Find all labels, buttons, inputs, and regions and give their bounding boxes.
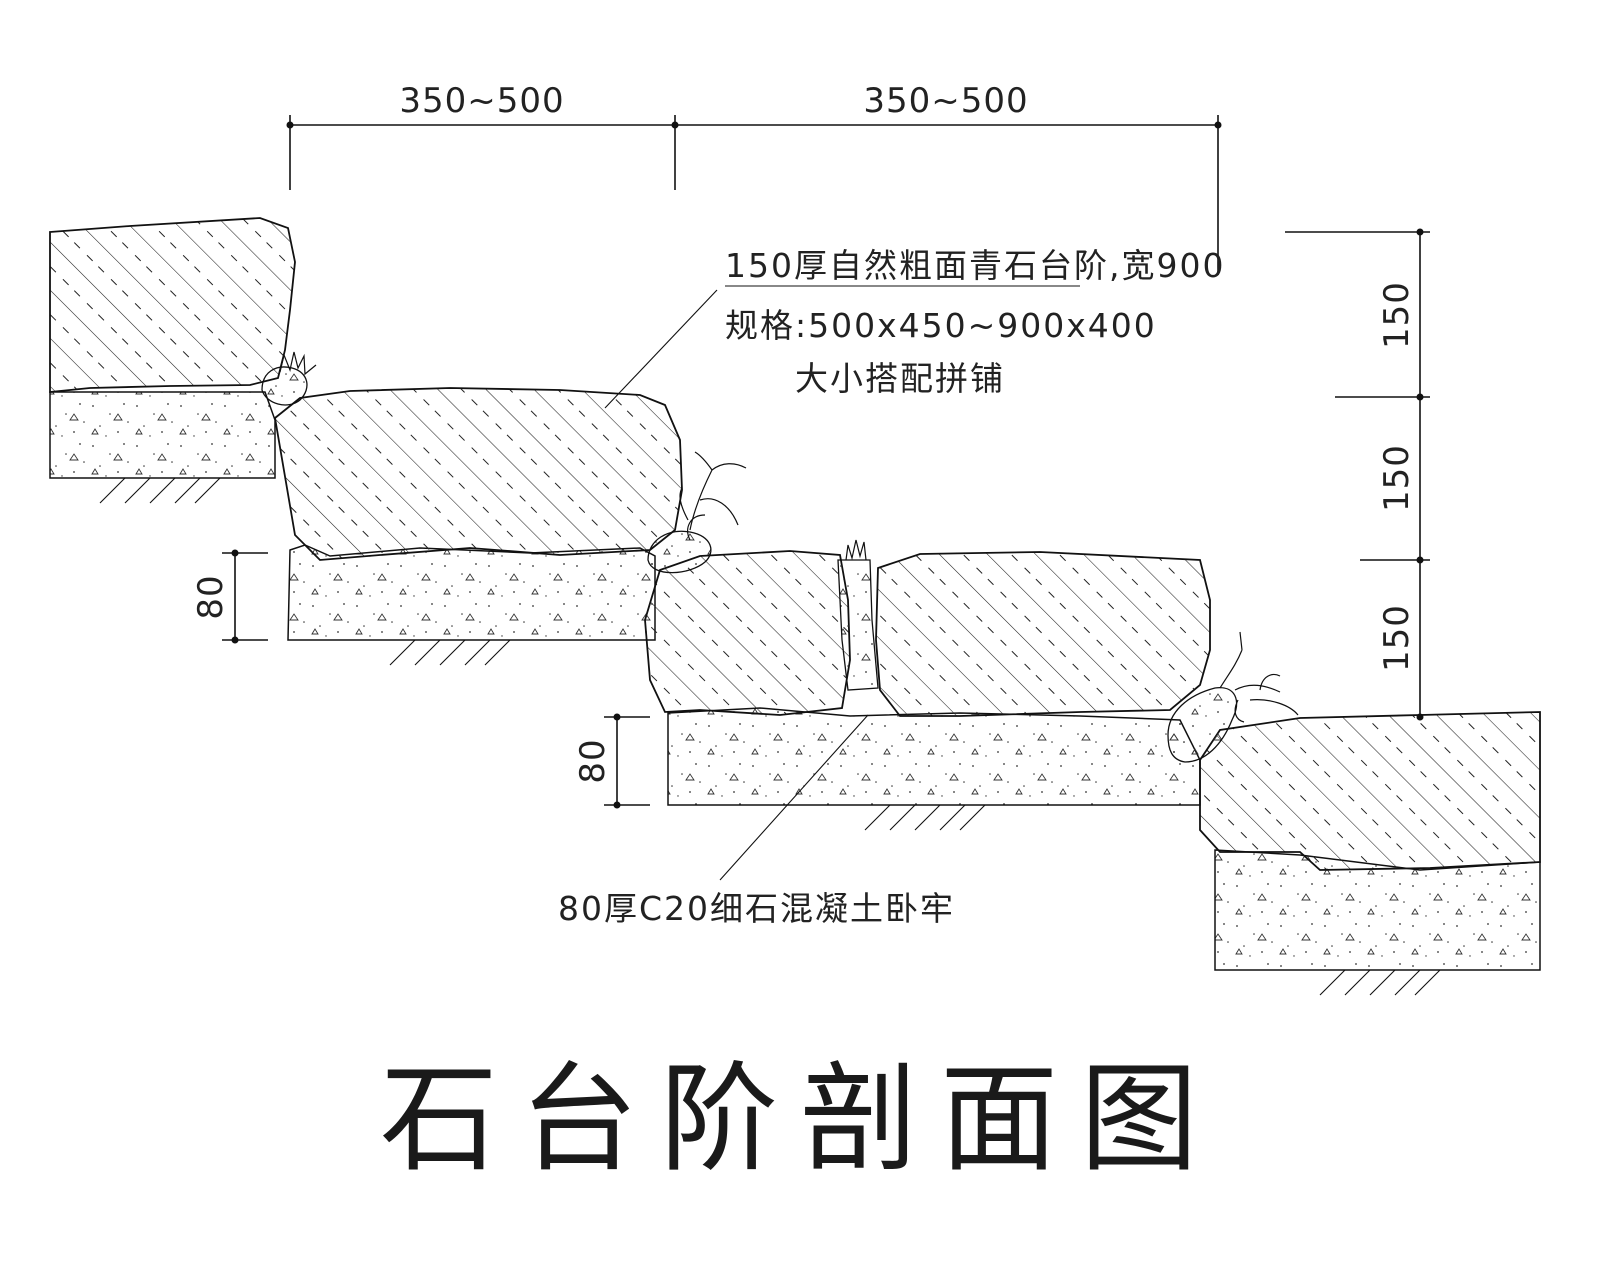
joints — [261, 366, 1238, 763]
stone-step-2a — [644, 550, 851, 716]
right-dimension: 150 150 150 — [1285, 228, 1430, 721]
dim-top-left-label: 350~500 — [399, 81, 564, 121]
leaders — [604, 285, 1080, 881]
stone-step-2b — [875, 551, 1211, 717]
note-bedding: 80厚C20细石混凝土卧牢 — [558, 889, 955, 928]
stone-top-left — [49, 217, 296, 393]
joint-1 — [261, 366, 308, 406]
joint-2 — [647, 530, 712, 574]
concrete-bedding — [49, 391, 1541, 971]
dim-right-upper-label: 150 — [1377, 281, 1417, 349]
note-stone-spec-line3: 大小搭配拼铺 — [795, 359, 1005, 398]
dim-left-lower-label: 80 — [573, 738, 613, 783]
joint-3 — [837, 559, 879, 691]
plants — [279, 351, 1299, 723]
bedding-top-left — [49, 391, 276, 479]
ground-symbols — [80, 477, 1450, 996]
top-dimension: 350~500 350~500 — [286, 81, 1222, 275]
drawing-title: 石台阶剖面图 — [380, 1050, 1220, 1188]
stone-slabs — [49, 217, 1541, 871]
note-stone-spec-line2: 规格:500x450~900x400 — [725, 306, 1157, 345]
stone-step-3 — [1199, 711, 1541, 871]
left-dimension-lower: 80 — [573, 713, 650, 809]
note-stone-spec-line1: 150厚自然粗面青石台阶,宽900 — [725, 246, 1225, 285]
dim-top-right-label: 350~500 — [863, 81, 1028, 121]
dim-left-upper-label: 80 — [191, 574, 231, 619]
dim-right-lower-label: 150 — [1377, 604, 1417, 672]
bedding-step-2 — [667, 707, 1201, 806]
stone-step-1 — [274, 387, 683, 561]
dim-right-middle-label: 150 — [1377, 444, 1417, 512]
bedding-step-1 — [287, 544, 656, 641]
joint-4 — [1167, 687, 1238, 763]
left-dimension-upper: 80 — [191, 549, 268, 644]
